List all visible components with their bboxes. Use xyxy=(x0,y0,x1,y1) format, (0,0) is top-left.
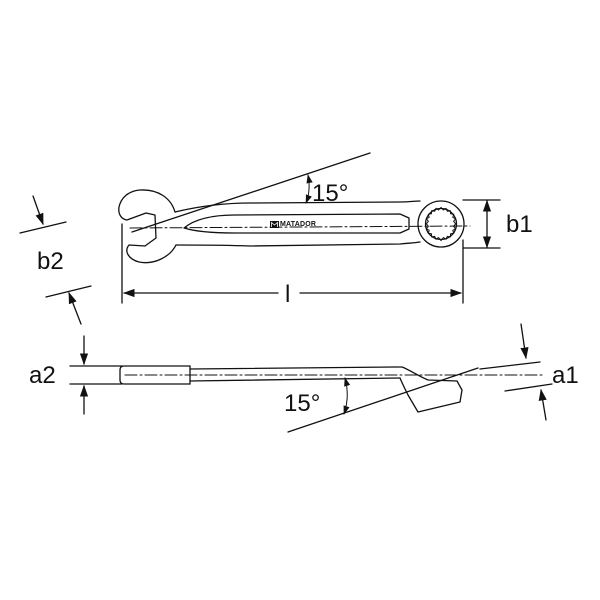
angle-line-bottom xyxy=(287,367,479,433)
label-angle-top: 15° xyxy=(312,180,349,207)
label-a2: a2 xyxy=(29,362,56,389)
label-a1: a1 xyxy=(552,362,579,389)
angle-line-top xyxy=(131,152,371,233)
open-jaw-head xyxy=(118,189,177,264)
brand-name: MATADOR xyxy=(280,221,317,228)
top-centerline xyxy=(129,225,471,229)
handle xyxy=(174,200,421,213)
a1-arrow-top xyxy=(520,323,529,360)
label-b2: b2 xyxy=(37,248,64,275)
angle-arc-bottom xyxy=(343,377,351,415)
ring-end-outer xyxy=(417,200,465,248)
wrench-side-view xyxy=(69,323,553,433)
label-b1: b1 xyxy=(506,211,533,238)
angle-arc-top xyxy=(305,174,313,204)
side-ring-end xyxy=(394,366,463,413)
label-l: l xyxy=(285,281,291,308)
label-angle-bottom: 15° xyxy=(284,390,321,417)
handle-recess xyxy=(183,213,410,234)
b2-arrow-top xyxy=(32,195,44,226)
a1-arrow-bottom xyxy=(538,388,547,421)
ring-teeth xyxy=(425,207,457,241)
ring-end-inner xyxy=(424,207,458,241)
b2-arrow-bottom xyxy=(68,291,82,325)
wrench-top-view xyxy=(19,152,501,325)
